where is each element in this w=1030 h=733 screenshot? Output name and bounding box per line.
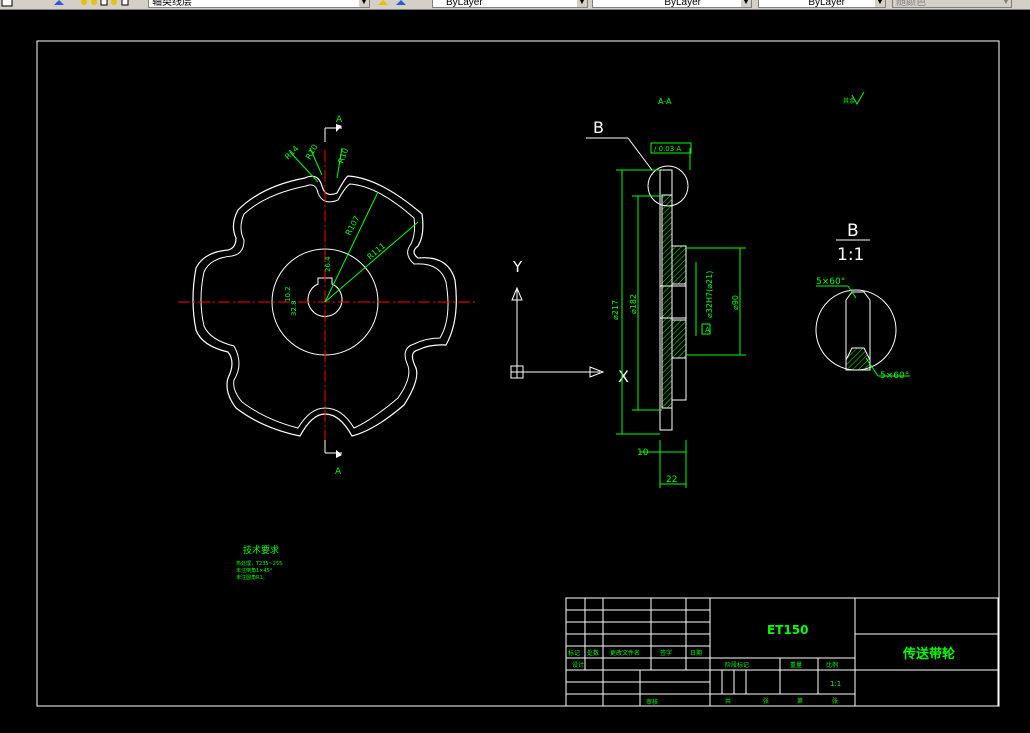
title-block — [565, 597, 999, 707]
detail-scale: 1:1 — [837, 245, 864, 265]
tech-req-line-1: 热处理，T235~255 — [236, 560, 282, 567]
dim-22: 22 — [666, 475, 677, 485]
match-layer-icon[interactable] — [376, 0, 416, 8]
detail-view — [815, 285, 910, 377]
design-label: 设计 — [572, 661, 584, 669]
chevron-down-icon[interactable]: ▼ — [1001, 0, 1011, 7]
radius-dimensions — [289, 147, 419, 303]
review-label: 审核 — [646, 698, 658, 706]
lineweight-combo[interactable]: ByLayer ▼ — [758, 0, 886, 8]
ucs-y-label: Y — [512, 258, 523, 276]
radius-label-r10a: R10 — [304, 143, 320, 161]
wheel-inner-outline — [200, 183, 449, 429]
radius-label-r14: R14 — [283, 144, 301, 162]
plotstyle-combo-value: 随颜色 — [896, 0, 926, 8]
detail-title: B — [847, 221, 859, 241]
keyway-dim-26: 26.4 — [324, 256, 332, 272]
section-view — [586, 137, 746, 488]
tech-req-line-2: 未注倒角1×45° — [236, 567, 273, 574]
layer-manager-icon[interactable] — [0, 0, 14, 8]
dim-90: ⌀90 — [731, 295, 740, 310]
wheel-outline — [192, 175, 457, 437]
dim-bore: ⌀32H7(⌀21) — [705, 271, 714, 318]
drawing-border — [36, 40, 1000, 707]
keyway-dim-32: 32.8 — [290, 300, 298, 316]
section-view-label: A-A — [658, 97, 672, 106]
layer-combo[interactable]: 轴类线层 ▼ — [148, 0, 370, 8]
lineweight-combo-value: ByLayer — [808, 0, 845, 8]
weight-label: 重量 — [790, 661, 802, 669]
chevron-down-icon[interactable]: ▼ — [577, 0, 587, 7]
header-cell-file: 更改文件名 — [610, 649, 640, 657]
dim-182: ⌀182 — [629, 294, 638, 314]
sheet-no-label: 第 — [797, 697, 803, 705]
header-cell-count: 处数 — [587, 649, 599, 657]
color-combo-value: ByLayer — [446, 0, 483, 8]
tech-req-title: 技术要求 — [243, 544, 279, 556]
layer-state-icon[interactable] — [52, 0, 66, 8]
sheet-no-unit: 张 — [832, 697, 838, 705]
header-cell-mark: 标记 — [568, 649, 580, 657]
chevron-down-icon[interactable]: ▼ — [741, 0, 751, 7]
stage-mark-label: 阶段标记 — [725, 661, 749, 669]
roughness-note: 其余 — [843, 97, 855, 105]
front-view — [178, 124, 478, 458]
linetype-combo[interactable]: ByLayer ▼ — [592, 0, 752, 8]
chamfer-bottom: 5×60° — [880, 371, 909, 381]
sheet-total-unit: 张 — [763, 697, 769, 705]
linetype-combo-value: ByLayer — [664, 0, 701, 8]
color-combo[interactable]: ByLayer ▼ — [432, 0, 588, 8]
datum-label: A — [705, 326, 710, 334]
section-mark-bottom: A — [335, 467, 342, 477]
bore-keyway — [307, 277, 343, 317]
part-name: ET150 — [767, 623, 808, 637]
ucs-icon — [510, 286, 605, 379]
layer-combo-value: 轴类线层 — [152, 0, 192, 8]
radius-label-r10b: R10 — [336, 147, 350, 165]
detail-callout-b: B — [593, 118, 604, 137]
section-mark-top: A — [336, 115, 343, 125]
header-cell-sign: 签字 — [660, 649, 672, 657]
layer-toggle-icons[interactable] — [80, 0, 140, 8]
drawing-canvas[interactable]: A A R14 R10 R10 R107 R111 26.4 32.8 10.2… — [0, 9, 1030, 733]
tech-req-line-3: 未注圆角R1。 — [236, 574, 268, 581]
chevron-down-icon[interactable]: ▼ — [359, 0, 369, 7]
radius-label-r107: R107 — [344, 214, 362, 237]
plotstyle-combo[interactable]: 随颜色 ▼ — [892, 0, 1012, 8]
drawing-name: 传送带轮 — [902, 646, 955, 662]
sheet-total-label: 共 — [725, 697, 731, 705]
keyway-dim-10: 10.2 — [284, 286, 292, 302]
roughness-icon — [851, 91, 865, 106]
ratio-label: 比例 — [826, 661, 838, 669]
scale-value: 1:1 — [830, 680, 841, 688]
dim-10: 10 — [637, 448, 649, 458]
header-cell-date: 日期 — [690, 649, 702, 657]
chamfer-top: 5×60° — [816, 277, 845, 287]
chevron-down-icon[interactable]: ▼ — [875, 0, 885, 7]
ucs-x-label: X — [618, 367, 629, 386]
properties-toolbar: 轴类线层 ▼ ByLayer ▼ ByLayer ▼ ByLayer ▼ 随颜色… — [0, 0, 1030, 10]
dim-217: ⌀217 — [611, 300, 620, 320]
tolerance-frame: / 0.03 A — [654, 145, 681, 153]
